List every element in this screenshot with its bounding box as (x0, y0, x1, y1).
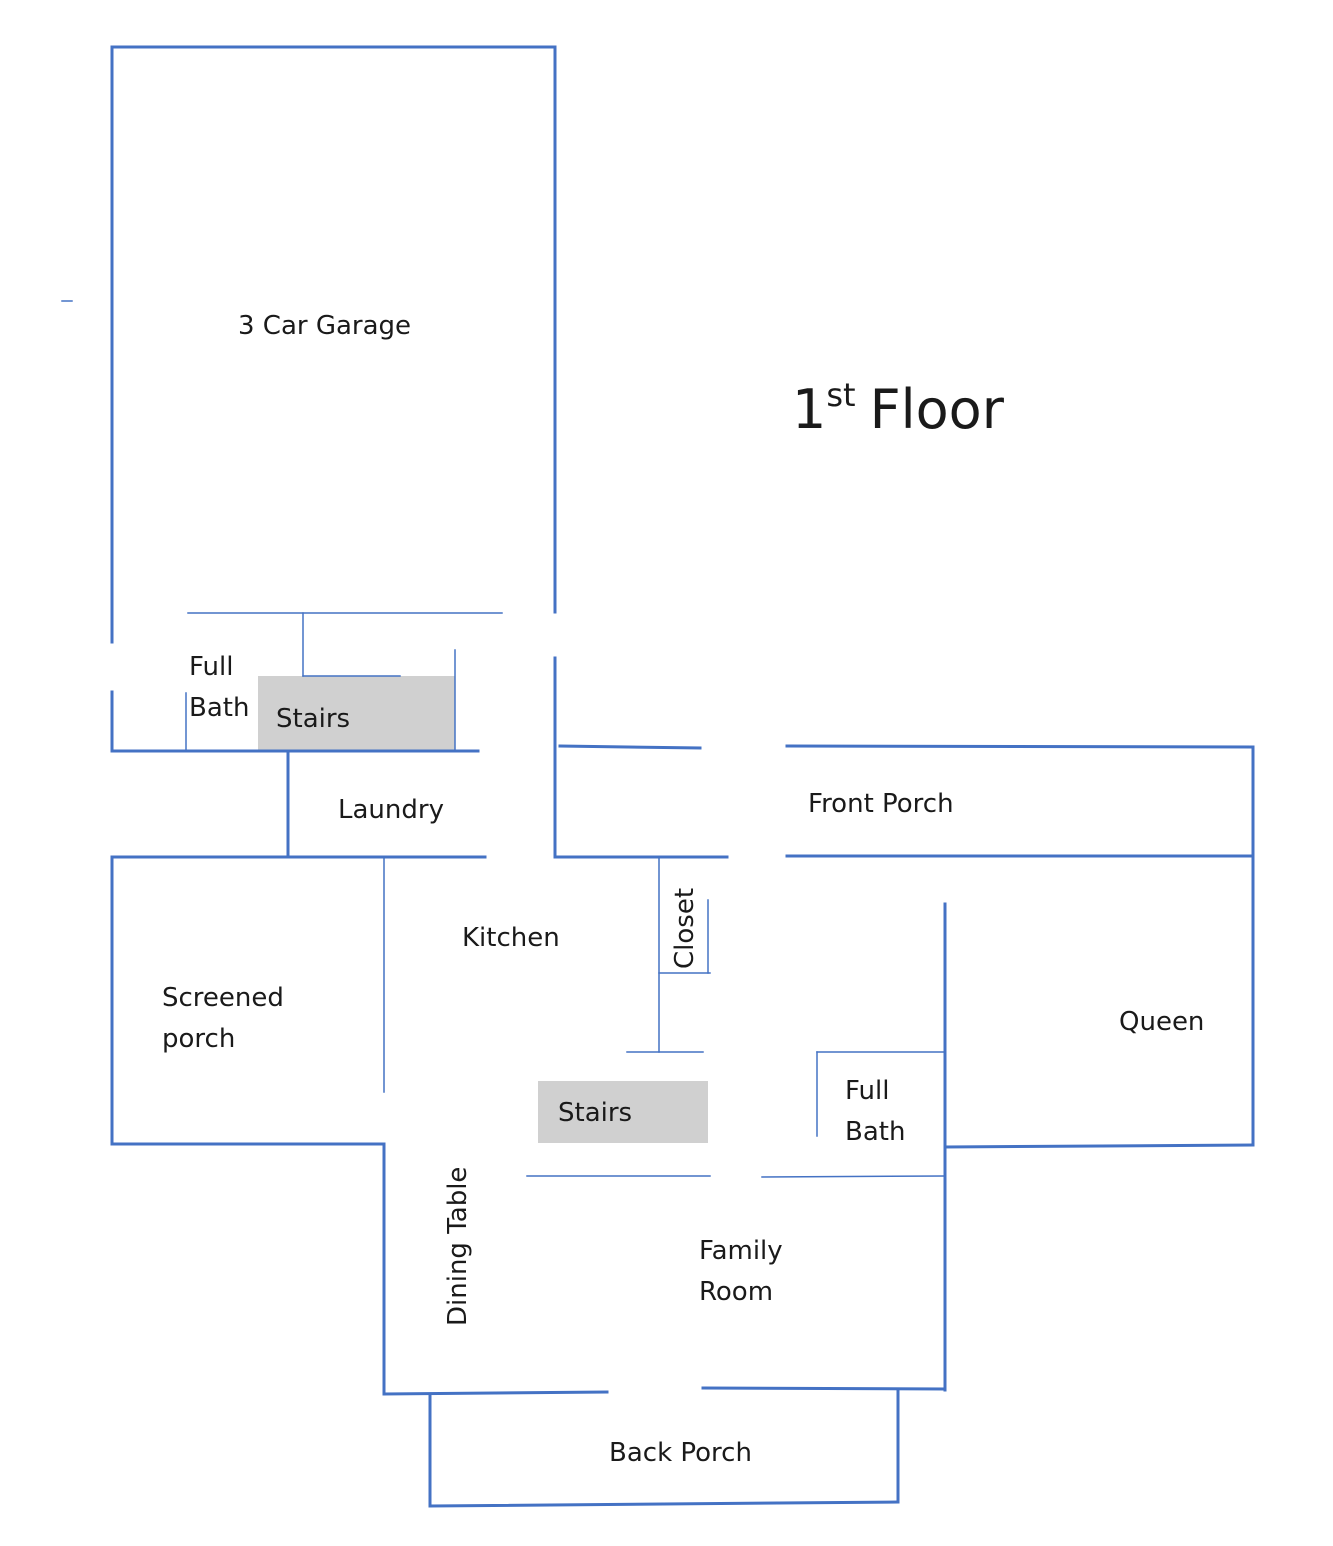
wall-family-top-right (761, 1175, 946, 1178)
wall-family-bottom-right (701, 1386, 947, 1391)
floor-title-number: 1 (792, 378, 826, 441)
label-back-porch: Back Porch (609, 1438, 752, 1468)
label-stairs-upper: Stairs (276, 704, 350, 734)
label-front-porch: Front Porch (808, 789, 954, 819)
label-kitchen: Kitchen (462, 923, 560, 953)
label-family-room-1: Family (699, 1236, 783, 1266)
label-stairs-lower: Stairs (558, 1098, 632, 1128)
label-closet: Closet (670, 888, 700, 969)
wall-back-porch-bottom (428, 1500, 900, 1508)
label-garage: 3 Car Garage (238, 311, 411, 341)
label-screened-porch-1: Screened (162, 983, 284, 1013)
walls (61, 45, 1255, 1508)
label-screened-porch-2: porch (162, 1024, 235, 1054)
wall-front-porch-top-left (558, 744, 702, 750)
floor-title: 1st Floor (792, 376, 1005, 441)
wall-family-bottom-left (382, 1390, 609, 1396)
label-family-room-2: Room (699, 1277, 773, 1307)
stairs-upper-block (258, 676, 455, 751)
label-full-bath-lower-1: Full (845, 1076, 889, 1106)
floor-title-superscript: st (826, 376, 855, 414)
wall-queen-bottom (943, 1143, 1255, 1149)
label-full-bath-upper-2: Bath (189, 693, 249, 723)
label-queen: Queen (1119, 1007, 1204, 1037)
label-laundry: Laundry (338, 795, 444, 825)
wall-front-porch-top-right (785, 744, 1255, 749)
floor-title-word: Floor (870, 378, 1005, 441)
label-full-bath-lower-2: Bath (845, 1117, 905, 1147)
label-dining-table: Dining Table (443, 1167, 473, 1326)
stairs-lower-block (538, 1081, 708, 1143)
label-full-bath-upper-1: Full (189, 652, 233, 682)
